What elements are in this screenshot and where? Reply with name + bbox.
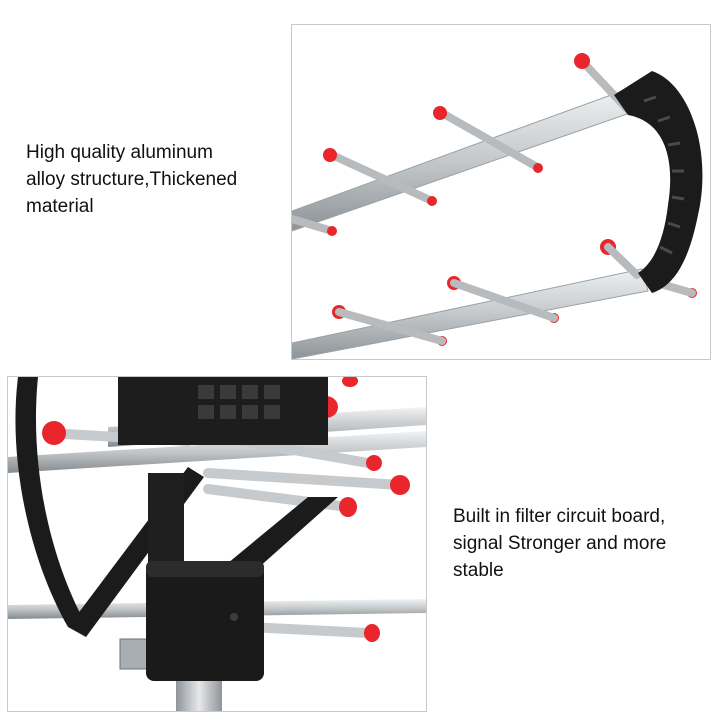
- boom-lower: [292, 268, 649, 359]
- lower-elements: [335, 243, 696, 345]
- reflector-arc: [15, 377, 82, 627]
- antenna-dipole-bracket-icon: [292, 53, 703, 359]
- brace: [228, 497, 338, 577]
- antenna-filter-housing-icon: [8, 377, 426, 711]
- caption-line: material: [26, 196, 94, 217]
- caption-line: High quality aluminum: [26, 142, 213, 163]
- bracket-ribs: [643, 95, 685, 255]
- housing-grid: [198, 385, 280, 419]
- caption-filter-circuit: Built in filter circuit board, signal St…: [453, 503, 666, 584]
- caption-line: signal Stronger and more: [453, 533, 667, 554]
- caption-line: alloy structure,Thickened: [26, 169, 238, 190]
- caption-line: Built in filter circuit board,: [453, 506, 666, 527]
- filter-box-top: [146, 561, 264, 577]
- mast: [176, 677, 222, 711]
- bracket: [614, 71, 703, 293]
- photo-aluminum-elements: [291, 24, 711, 360]
- caption-line: stable: [453, 560, 504, 581]
- filter-box: [146, 561, 264, 681]
- photo-filter-circuit-board: [7, 376, 427, 712]
- caption-aluminum-structure: High quality aluminum alloy structure,Th…: [26, 139, 237, 220]
- clamp: [119, 638, 149, 670]
- screw-icon: [230, 613, 238, 621]
